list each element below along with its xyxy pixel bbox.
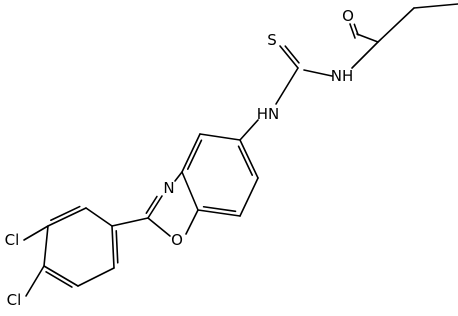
atom-sulfur: S: [267, 31, 277, 49]
atom-nitrogen-amide: NH: [331, 67, 354, 85]
bond-c-cl-upper: [23, 225, 49, 241]
bond-chain-c3-cco: [356, 33, 379, 43]
bond-thiocarbonyl-hn: [275, 67, 299, 105]
bond-ph-a: [85, 207, 113, 227]
bond-ph-e: [77, 267, 115, 287]
bond-ph-d-inner: [45, 271, 73, 288]
bond-ph-b-inner: [50, 205, 81, 222]
bond-ph-f: [111, 225, 115, 269]
atom-chlorine-upper: Cl: [5, 231, 20, 249]
bond-ph-f-inner: [115, 230, 119, 264]
bond-benz-f: [239, 139, 259, 179]
bond-ox-n-link: [174, 171, 183, 182]
bond-benz-a: [199, 133, 241, 141]
bond-chain-c1-c2: [413, 3, 458, 9]
bond-ph-d: [43, 265, 79, 287]
bond-ox-c-n-double-inner: [145, 195, 158, 215]
bond-nh-thiocarbonyl: [303, 69, 333, 77]
bond-carbonyl-double: [349, 23, 356, 39]
atom-chlorine-lower: Cl: [7, 291, 22, 309]
bond-carbonyl-double-inner: [353, 23, 359, 36]
bond-benz-b: [181, 133, 201, 173]
bond-ph-b: [47, 207, 87, 227]
bond-benz-e: [239, 177, 259, 217]
atom-oxygen-carbonyl: O: [342, 7, 354, 25]
bond-benz-d-inner: [202, 205, 237, 213]
bond-benz-f-inner: [237, 145, 254, 176]
bond-thiocarbonyl-double-inner: [284, 45, 300, 64]
atom-oxygen-ring: O: [171, 231, 183, 249]
bond-benz-b-inner: [186, 139, 203, 170]
atom-nitrogen-ring: N: [163, 179, 174, 197]
bond-lines: [23, 3, 458, 297]
bond-ox-c-n-double: [147, 195, 163, 219]
bond-carbonyl-nh: [351, 41, 379, 69]
bond-ox-o-link: [185, 209, 199, 235]
bond-link-phenyl: [111, 217, 149, 227]
bond-benz-d: [197, 209, 241, 217]
bond-c-cl-lower: [25, 265, 45, 297]
bond-chain-c2-c3: [377, 7, 415, 43]
bond-ox-c-o: [147, 217, 171, 237]
bond-thiocarbonyl-double: [279, 45, 299, 69]
atom-nitrogen-amine: HN: [257, 105, 280, 123]
bond-hn-ring: [239, 119, 259, 141]
bond-ph-c: [43, 225, 49, 267]
bond-benz-c: [181, 171, 199, 211]
